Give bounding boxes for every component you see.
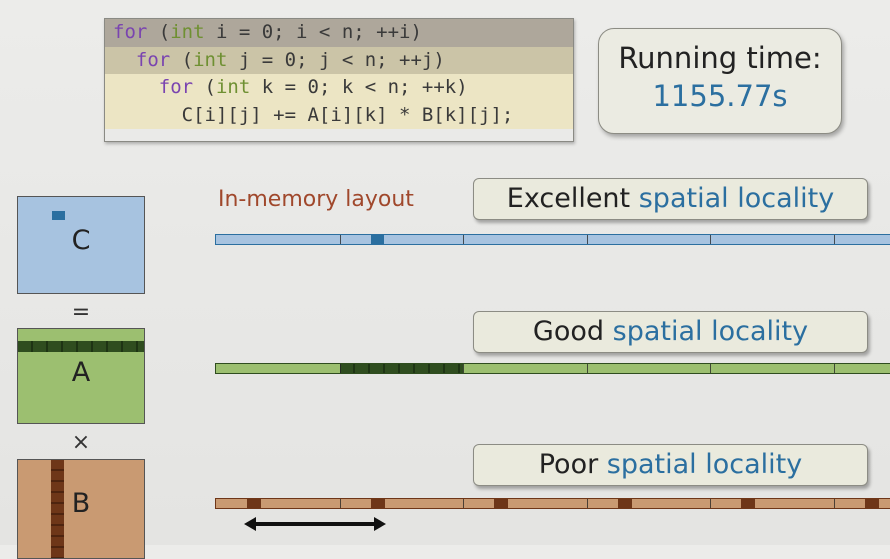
strip-a-row-divider xyxy=(834,364,835,373)
strip-b-accessed-element xyxy=(247,499,261,508)
strip-a-row-divider xyxy=(710,364,711,373)
locality-highlight-a: spatial locality xyxy=(612,316,809,347)
matrix-b-column xyxy=(51,460,64,558)
strip-b-row-divider xyxy=(834,499,835,508)
stride-arrow-left-head xyxy=(244,517,256,531)
strip-c-row-divider xyxy=(710,235,711,244)
memory-strip-a xyxy=(215,363,890,374)
matrix-b: B xyxy=(17,459,145,559)
matrix-c-label: C xyxy=(71,225,91,256)
code-line-i-loop: for (int i = 0; i < n; ++i) xyxy=(105,19,573,47)
locality-pill-b: Poor spatial locality xyxy=(473,444,868,486)
locality-highlight-b: spatial locality xyxy=(606,449,803,480)
code-block: for (int i = 0; i < n; ++i) for (int j =… xyxy=(104,18,574,142)
running-time-value: 1155.77s xyxy=(652,79,788,113)
stride-arrow xyxy=(244,517,386,531)
strip-a-accessed-row xyxy=(340,364,463,373)
strip-b-accessed-element xyxy=(618,499,632,508)
strip-a-row-divider xyxy=(587,364,588,373)
memory-strip-b xyxy=(215,498,890,509)
strip-b-row-divider xyxy=(710,499,711,508)
strip-b-accessed-element xyxy=(371,499,385,508)
code-line-k-loop: for (int k = 0; k < n; ++k) xyxy=(105,74,573,102)
running-time-label: Running time: xyxy=(618,41,822,75)
strip-c-accessed-element xyxy=(371,235,384,244)
strip-b-accessed-element xyxy=(494,499,508,508)
matrix-b-label: B xyxy=(71,488,91,519)
locality-prefix-c: Excellent xyxy=(506,183,631,214)
strip-a-row-divider xyxy=(340,364,341,373)
strip-c-row-divider xyxy=(834,235,835,244)
locality-pill-a: Good spatial locality xyxy=(473,311,868,353)
strip-b-row-divider xyxy=(463,499,464,508)
strip-c-row-divider xyxy=(463,235,464,244)
equals-sign: = xyxy=(71,300,91,325)
times-sign: × xyxy=(71,430,91,455)
strip-b-row-divider xyxy=(587,499,588,508)
matrix-c: C xyxy=(17,196,145,294)
in-memory-layout-label: In-memory layout xyxy=(218,187,414,212)
matrix-a-label: A xyxy=(71,357,91,388)
matrix-c-element xyxy=(52,211,65,220)
strip-c-row-divider xyxy=(587,235,588,244)
locality-prefix-a: Good xyxy=(532,316,605,347)
matrix-a-row xyxy=(18,341,144,352)
locality-prefix-b: Poor xyxy=(538,449,599,480)
matrix-a: A xyxy=(17,328,145,424)
running-time-box: Running time: 1155.77s xyxy=(598,28,842,134)
strip-b-row-divider xyxy=(340,499,341,508)
stride-arrow-right-head xyxy=(374,517,386,531)
strip-b-accessed-element xyxy=(741,499,755,508)
code-line-j-loop: for (int j = 0; j < n; ++j) xyxy=(105,46,573,74)
strip-a-row-divider xyxy=(463,364,464,373)
code-line-body: C[i][j] += A[i][k] * B[k][j]; xyxy=(105,101,573,129)
memory-strip-c xyxy=(215,234,890,245)
locality-highlight-c: spatial locality xyxy=(638,183,835,214)
strip-b-accessed-element xyxy=(865,499,879,508)
strip-c-row-divider xyxy=(340,235,341,244)
locality-pill-c: Excellent spatial locality xyxy=(473,178,868,220)
